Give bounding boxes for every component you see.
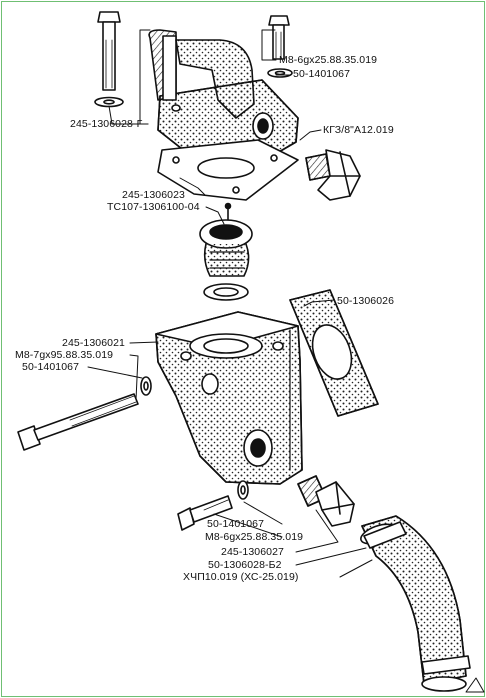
bolt-top-right-icon — [267, 15, 293, 78]
bolt-bottom-icon — [177, 480, 249, 531]
plug-icon — [305, 149, 361, 201]
corner-mark-icon — [465, 677, 485, 693]
label-cover-part: 245-1306028-Г — [70, 118, 143, 130]
label-hose: 50-1306028-Б2 — [208, 559, 282, 571]
fitting-icon — [297, 475, 355, 527]
thermostat-icon — [199, 202, 253, 301]
label-clamp: ХЧП10.019 (ХС-25.019) — [183, 571, 299, 583]
label-thermostat: ТС107-1306100-04 — [107, 201, 200, 213]
label-washer-top-right: 50-1401067 — [293, 68, 351, 80]
label-fitting: 245-1306027 — [221, 546, 284, 558]
label-washer-long: 50-1401067 — [22, 361, 80, 373]
bolt-top-left-icon — [94, 11, 124, 108]
label-bolt-top-right: М8-6gх25.88.35.019 — [279, 54, 378, 66]
bolt-long-icon — [17, 376, 152, 451]
hose-clamp-icon — [363, 521, 471, 675]
label-gasket-top: 245-1306023 — [122, 189, 185, 201]
label-plug: КГЗ/8"А12.019 — [323, 124, 394, 136]
label-bolt-bottom: М8-6gх25.88.35.019 — [205, 531, 304, 543]
gasket-side-icon — [289, 289, 379, 417]
label-gasket-side: 50-1306026 — [337, 295, 395, 307]
leader-lines — [87, 29, 373, 578]
label-housing: 245-1306021 — [62, 337, 125, 349]
thermostat-housing-icon — [155, 311, 303, 485]
label-bolt-long: М8-7gх95.88.35.019 — [15, 349, 114, 361]
label-washer-bottom: 50-1401067 — [207, 518, 265, 530]
